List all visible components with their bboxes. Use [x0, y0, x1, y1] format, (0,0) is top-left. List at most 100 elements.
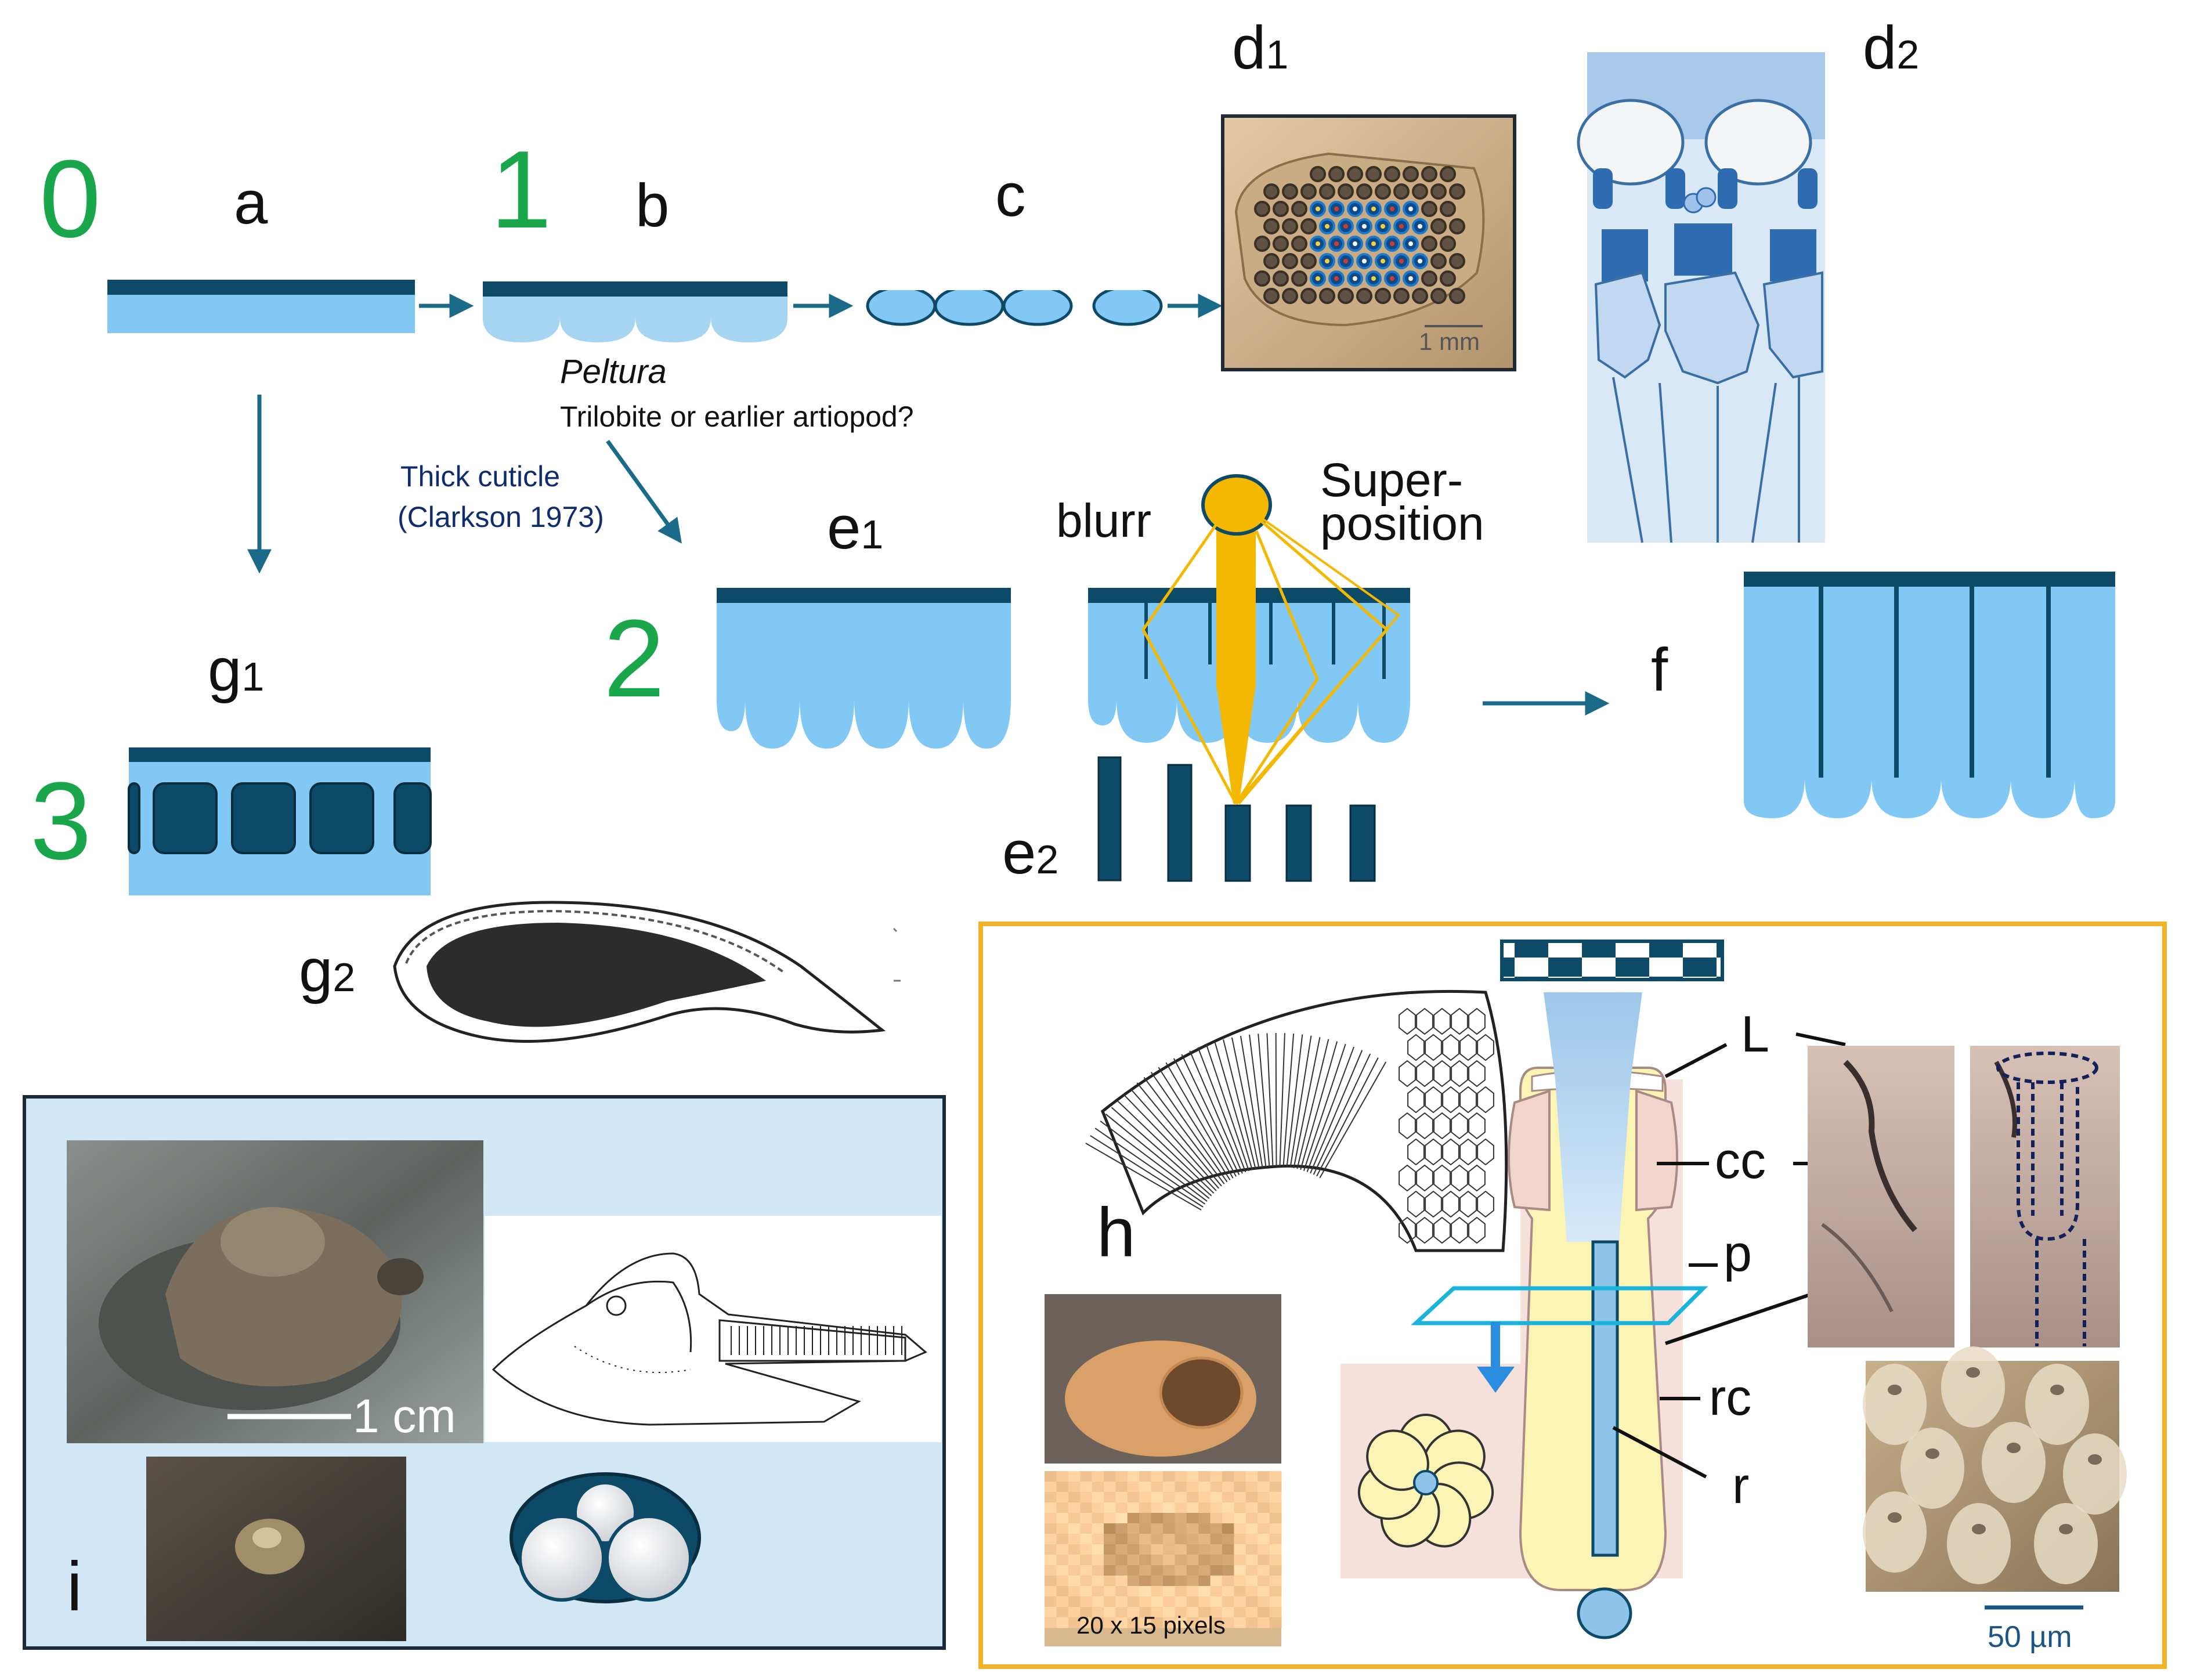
- pixel: [1127, 1534, 1140, 1545]
- pixel: [1115, 1586, 1128, 1597]
- pixel: [1258, 1617, 1270, 1628]
- pixel: [1175, 1482, 1187, 1493]
- ommatidium-line: [1143, 1076, 1225, 1184]
- lens-bump-tip: [1888, 1385, 1902, 1395]
- ommatidium-line: [1316, 1057, 1379, 1177]
- pixel: [1210, 1586, 1223, 1597]
- d1-lens: [1449, 218, 1465, 234]
- pixel: [1127, 1502, 1140, 1513]
- pixel: [1245, 1471, 1258, 1482]
- facet: [1433, 1060, 1451, 1088]
- pixel: [1234, 1544, 1246, 1555]
- pixel: [1186, 1565, 1199, 1576]
- pixel: [1258, 1482, 1270, 1493]
- pixel: [1269, 1565, 1282, 1576]
- pixel: [1198, 1596, 1211, 1607]
- pixel: [1258, 1492, 1270, 1503]
- pixel: [1080, 1544, 1093, 1555]
- pixel: [1186, 1617, 1199, 1628]
- d1-lens-center: [1371, 276, 1376, 281]
- pixel: [1127, 1482, 1140, 1493]
- pixel: [1127, 1586, 1140, 1597]
- pixel: [1258, 1596, 1270, 1607]
- pixel: [1080, 1565, 1093, 1576]
- pixel: [1127, 1544, 1140, 1555]
- d1-lens: [1273, 270, 1289, 287]
- pixel: [1127, 1617, 1140, 1628]
- stage-number-1: 1: [490, 128, 552, 251]
- ommatidium-line: [1303, 1043, 1346, 1171]
- pixel: [1198, 1482, 1211, 1493]
- pixel: [1222, 1502, 1234, 1513]
- pixel: [1234, 1596, 1246, 1607]
- pixel: [1139, 1576, 1152, 1587]
- pixel: [1092, 1482, 1104, 1493]
- pixel: [1222, 1513, 1234, 1524]
- pixel: [1080, 1586, 1093, 1597]
- ommatidium-line: [1111, 1107, 1212, 1197]
- d1-lens: [1319, 288, 1335, 304]
- d1-lens: [1273, 201, 1289, 217]
- pixel: [1115, 1523, 1128, 1534]
- diagram-c-separate-lenses: [866, 286, 1165, 326]
- pixel: [1104, 1565, 1116, 1576]
- pixel: [1080, 1596, 1093, 1607]
- pixel: [1045, 1596, 1057, 1607]
- d1-lens: [1356, 288, 1372, 304]
- label-d2: d2: [1863, 14, 1919, 82]
- label-c: c: [995, 161, 1026, 229]
- pixel: [1139, 1565, 1152, 1576]
- label-i: i: [67, 1548, 82, 1625]
- pixel: [1186, 1576, 1199, 1587]
- d1-lens-center: [1418, 224, 1422, 229]
- pixel: [1175, 1534, 1187, 1545]
- diagram-b-lenslets: [483, 281, 787, 342]
- d1-lens: [1282, 183, 1298, 200]
- facet: [1451, 1112, 1468, 1140]
- pixel: [1163, 1586, 1175, 1597]
- ommatidium-line: [1094, 1128, 1206, 1205]
- photo-d1-schizochroal-eye: 1 mm: [1221, 114, 1516, 371]
- pixel: [1245, 1607, 1258, 1618]
- pixel: [1104, 1492, 1116, 1503]
- pixel: [1092, 1513, 1104, 1524]
- pixel: [1186, 1471, 1199, 1482]
- pixel: [1151, 1576, 1164, 1587]
- d1-lens: [1263, 253, 1280, 269]
- pixel: [1115, 1565, 1128, 1576]
- pixel: [1245, 1617, 1258, 1628]
- pixel: [1163, 1482, 1175, 1493]
- pixel: [1068, 1482, 1081, 1493]
- pixel: [1245, 1544, 1258, 1555]
- ommatidium-line: [1286, 1034, 1303, 1168]
- pixel: [1163, 1502, 1175, 1513]
- stage-number-3: 3: [30, 760, 92, 883]
- ommatidium-line: [1282, 1034, 1295, 1167]
- d1-lens-center: [1381, 259, 1385, 263]
- pixel: [1151, 1555, 1164, 1566]
- facet: [1451, 1216, 1468, 1244]
- facet: [1468, 1216, 1486, 1244]
- pixel: [1175, 1586, 1187, 1597]
- pixel: [1139, 1471, 1152, 1482]
- pixel: [1222, 1544, 1234, 1555]
- d1-lens: [1449, 253, 1465, 269]
- ommatidium-line: [1085, 1143, 1202, 1211]
- pixel: [1269, 1596, 1282, 1607]
- pixel: [1115, 1471, 1128, 1482]
- diagram-f-columnar-lenses: [1744, 572, 2115, 818]
- pixel: [1210, 1471, 1223, 1482]
- d1-lens: [1338, 288, 1354, 304]
- lens-bump-tip: [2007, 1443, 2021, 1453]
- facet: [1433, 1216, 1451, 1244]
- facet: [1407, 1086, 1425, 1114]
- facet: [1416, 1007, 1433, 1035]
- pixel: [1127, 1576, 1140, 1587]
- pixel: [1222, 1565, 1234, 1576]
- pixel: [1210, 1482, 1223, 1493]
- pixel: [1045, 1513, 1057, 1524]
- pixel: [1045, 1555, 1057, 1566]
- pixel: [1186, 1482, 1199, 1493]
- pixel: [1068, 1492, 1081, 1503]
